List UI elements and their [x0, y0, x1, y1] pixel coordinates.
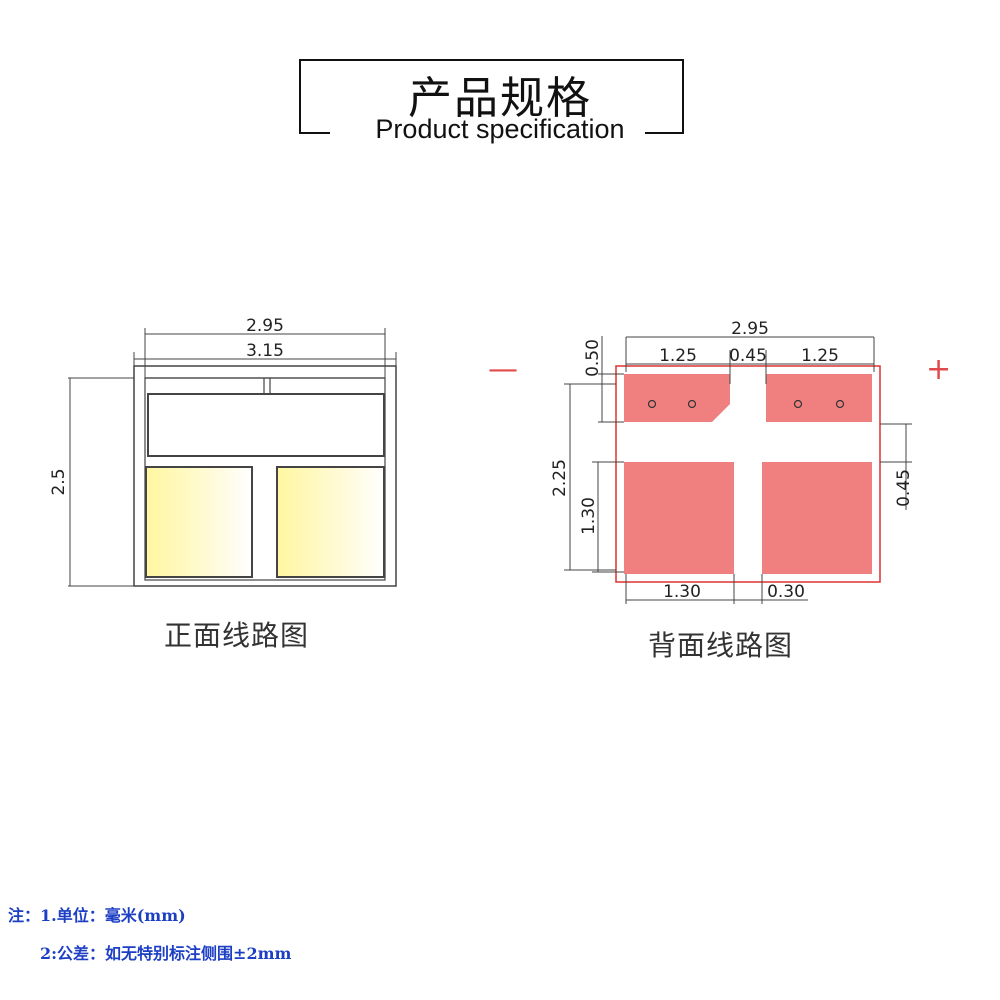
back-via [687, 399, 697, 409]
title-frame-lines [299, 59, 684, 134]
back-dim-gap: 0.45 [729, 346, 767, 366]
back-dim-pad-bottom-height: 1.30 [579, 497, 599, 535]
back-pad-bottom-left [624, 462, 734, 574]
back-dim-pad-top-right: 1.25 [801, 346, 839, 366]
back-dim-right-gap: 0.45 [894, 469, 914, 507]
front-view: 2.95 3.15 2.5 [49, 316, 397, 587]
back-dim-pad-top-left: 1.25 [659, 346, 697, 366]
back-view-caption: 背面线路图 [648, 629, 794, 662]
back-view: 2.95 1.25 0.45 1.25 0.50 2.25 1.30 0.45 … [550, 319, 914, 604]
front-top-window [147, 393, 385, 457]
front-led-chip-left [145, 466, 253, 578]
title-block: 产品规格 Product specification [0, 0, 1000, 160]
back-via [793, 399, 803, 409]
back-dim-pad-top-height: 0.50 [583, 339, 603, 377]
front-dim-width-outer: 3.15 [246, 341, 284, 361]
front-led-chip-right [276, 466, 385, 578]
note-unit: 注：1.单位：毫米(mm) [8, 906, 186, 925]
back-via [835, 399, 845, 409]
front-body-outline [133, 365, 397, 587]
back-dim-height-total: 2.25 [550, 459, 570, 497]
polarity-negative-sign: — [488, 352, 518, 387]
back-via [647, 399, 657, 409]
title-english: Product specification [375, 114, 625, 144]
back-pad-top-right [766, 374, 872, 422]
back-dim-pad-bottom-width: 1.30 [663, 582, 701, 602]
note-tolerance: 2:公差：如无特别标注侧围±2mm [40, 944, 292, 963]
back-pad-bottom-right [762, 462, 872, 574]
back-dim-bottom-gap: 0.30 [767, 582, 805, 602]
title-chinese: 产品规格 [408, 73, 592, 124]
back-dim-width-total: 2.95 [731, 319, 769, 339]
front-dim-width-inner: 2.95 [246, 316, 284, 336]
front-view-caption: 正面线路图 [164, 619, 310, 652]
polarity-positive-sign: + [926, 352, 952, 387]
front-dim-height: 2.5 [49, 468, 69, 495]
back-board-outline [615, 365, 881, 583]
back-pad-top-left [624, 374, 730, 422]
